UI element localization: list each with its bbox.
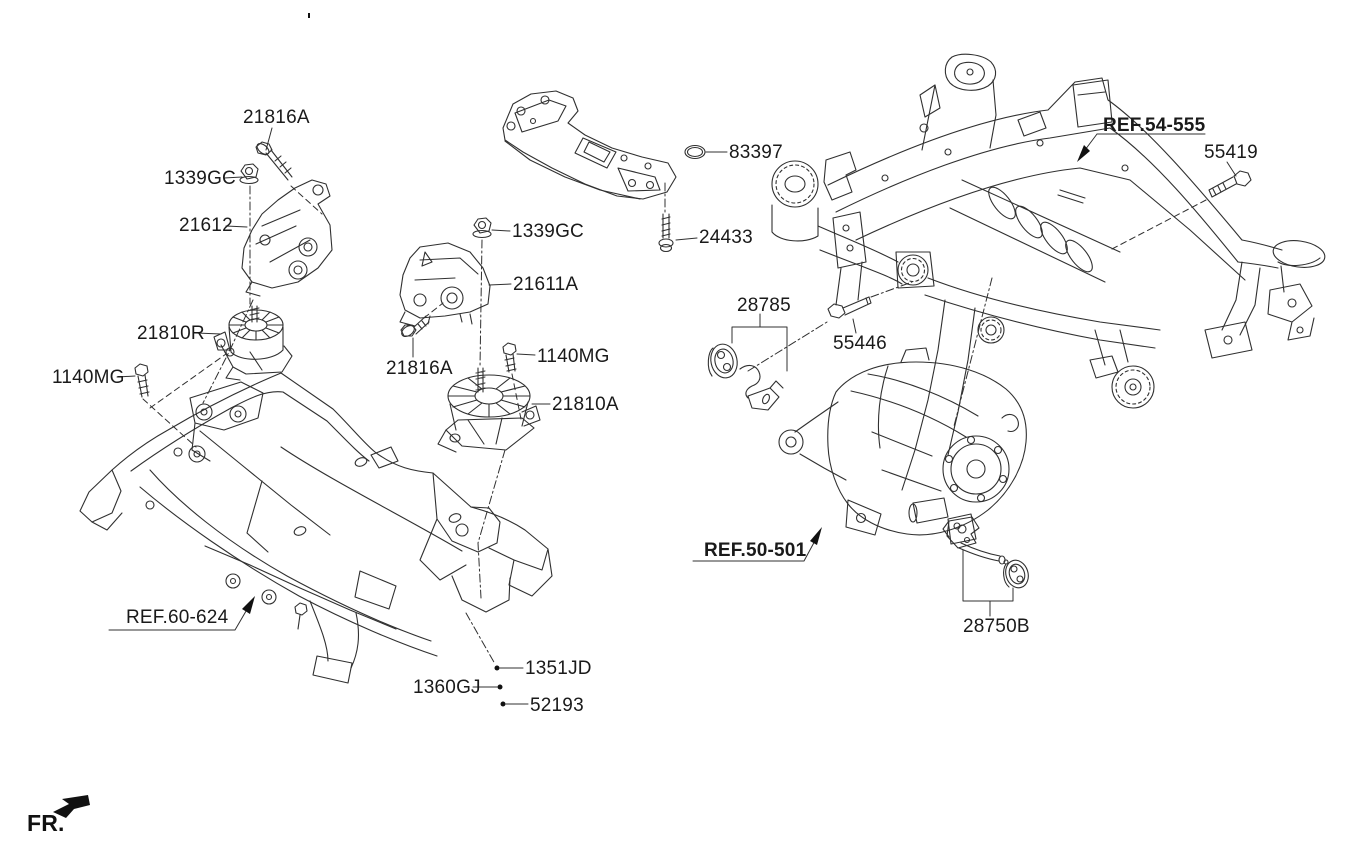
transmission-crossmember-drawing <box>502 90 677 200</box>
part-label-24433[interactable]: 24433 <box>699 227 753 248</box>
part-label-28750b[interactable]: 28750B <box>963 616 1030 637</box>
nut-1339gc-2-drawing <box>472 217 492 239</box>
point-marker-52193 <box>500 701 506 707</box>
bolt-21816a-2-drawing <box>400 315 430 338</box>
part-label-1339gc-1[interactable]: 1339GC <box>164 168 236 189</box>
bolt-55419-drawing <box>1208 170 1252 198</box>
part-label-1360gj[interactable]: 1360GJ <box>413 677 481 698</box>
part-label-1140mg-1[interactable]: 1140MG <box>52 367 125 388</box>
point-marker-1351jd <box>494 665 500 671</box>
ref-link-60-624[interactable]: REF.60-624 <box>126 607 229 628</box>
assembly-dash-lines <box>142 182 1207 665</box>
part-label-21611a[interactable]: 21611A <box>513 274 579 295</box>
damper-28785-drawing <box>707 343 784 411</box>
front-direction-label: FR. <box>27 810 65 836</box>
part-label-21816a-2[interactable]: 21816A <box>386 358 453 379</box>
bolt-21816a-1-drawing <box>255 141 293 181</box>
part-label-1140mg-2[interactable]: 1140MG <box>537 346 610 367</box>
part-label-55419[interactable]: 55419 <box>1204 142 1258 163</box>
engine-mount-21810r-drawing <box>213 305 293 381</box>
fr-direction-arrow-icon <box>53 795 90 818</box>
bolt-1140mg-2-drawing <box>502 342 517 373</box>
part-label-1339gc-2[interactable]: 1339GC <box>512 221 584 242</box>
ref-link-50-501[interactable]: REF.50-501 <box>704 540 807 561</box>
differential-drawing <box>778 347 1027 545</box>
bolt-1140mg-1-drawing <box>134 363 150 398</box>
part-label-21810r[interactable]: 21810R <box>137 323 205 344</box>
engine-mount-21810a-drawing <box>437 367 541 453</box>
bolt-24433-drawing <box>658 213 674 253</box>
bolt-55446-drawing <box>827 296 872 319</box>
part-label-21816a-1[interactable]: 21816A <box>243 107 310 128</box>
stray-mark <box>308 13 310 18</box>
part-label-21612[interactable]: 21612 <box>179 215 233 236</box>
engine-bracket-21612-drawing <box>241 179 333 297</box>
part-label-21810a[interactable]: 21810A <box>552 394 619 415</box>
rear-subframe-drawing <box>771 53 1326 491</box>
nut-1339gc-1-drawing <box>239 163 259 185</box>
part-label-52193[interactable]: 52193 <box>530 695 584 716</box>
oring-83397-drawing <box>684 144 706 160</box>
point-marker-1360gj <box>497 684 503 690</box>
ref-link-54-555[interactable]: REF.54-555 <box>1103 115 1206 136</box>
part-label-28785[interactable]: 28785 <box>737 295 791 316</box>
damper-28750b-drawing <box>942 516 1029 589</box>
part-label-1351jd[interactable]: 1351JD <box>525 658 592 679</box>
part-label-83397[interactable]: 83397 <box>729 142 783 163</box>
front-subframe-drawing <box>79 372 553 684</box>
leader-lines <box>116 127 1237 707</box>
engine-bracket-21611a-drawing <box>399 242 491 327</box>
ref-arrows <box>108 133 1206 631</box>
part-label-55446[interactable]: 55446 <box>833 333 887 354</box>
